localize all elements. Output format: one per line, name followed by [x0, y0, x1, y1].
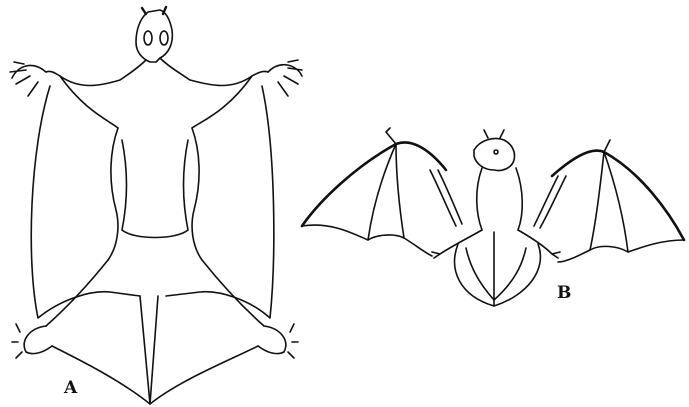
figure-label-b: B: [557, 285, 571, 302]
figure-label-a: A: [64, 380, 77, 397]
